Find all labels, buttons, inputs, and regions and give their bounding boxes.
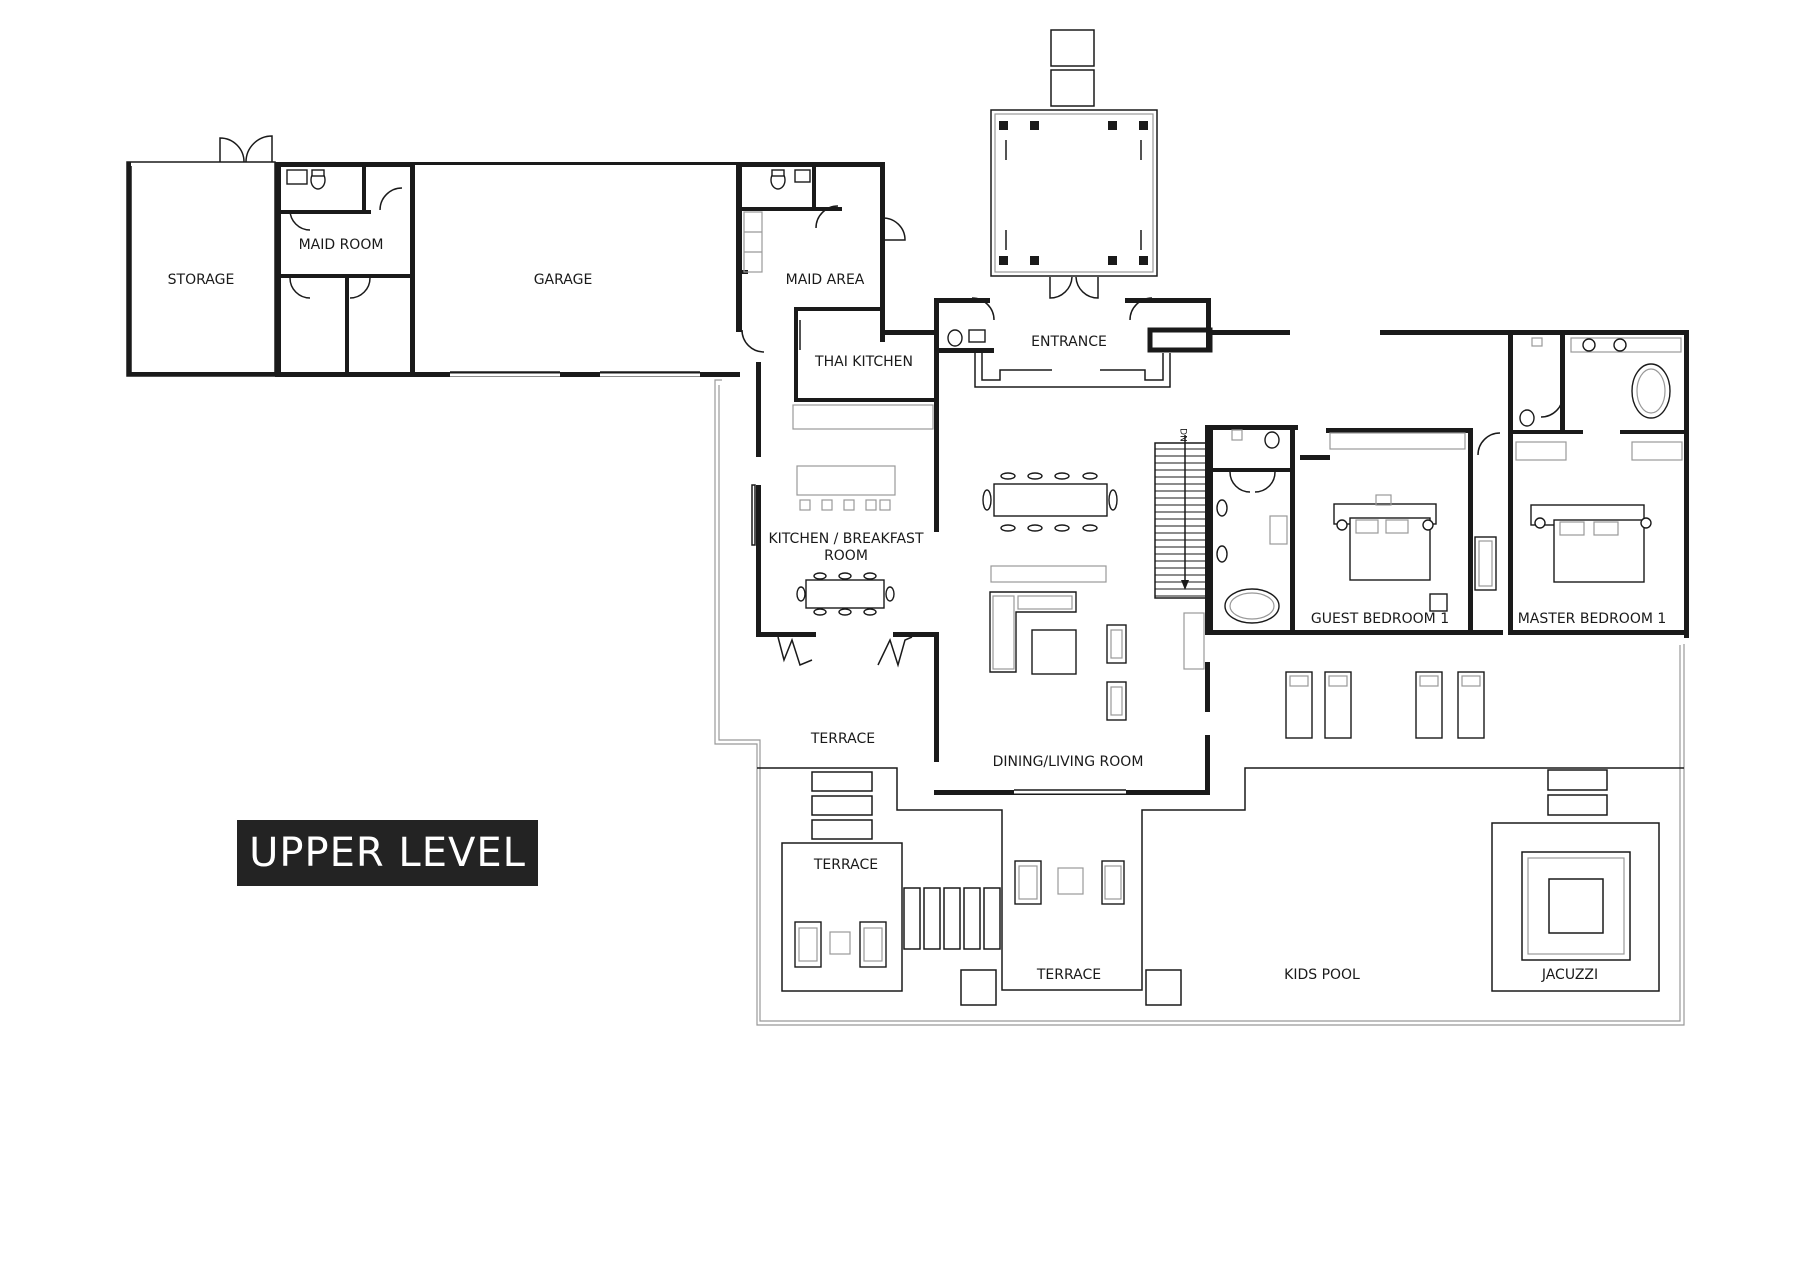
label-kitchen-breakfast-2: ROOM [824, 548, 868, 564]
garage [415, 162, 740, 377]
main-walls [751, 330, 1689, 795]
label-terrace-lower-center: TERRACE [1036, 967, 1101, 983]
maid-room [275, 162, 415, 377]
entrance-hall [934, 276, 1213, 408]
staircase [1154, 435, 1208, 599]
level-title-badge: UPPER LEVEL [237, 820, 538, 886]
label-garage: GARAGE [534, 272, 593, 288]
lower-terrace-center [1014, 860, 1125, 905]
maid-area [736, 162, 906, 353]
guest-bedroom [1208, 425, 1503, 635]
entrance-pavilion [990, 29, 1158, 277]
label-dining-living: DINING/LIVING ROOM [993, 754, 1144, 770]
label-kitchen-breakfast-1: KITCHEN / BREAKFAST [769, 531, 924, 547]
master-bedroom [1474, 335, 1688, 635]
kitchen-fixtures [777, 465, 913, 668]
label-stair-dn: DN [1178, 428, 1188, 442]
jacuzzi [1491, 769, 1660, 992]
lower-terrace-left [781, 771, 1182, 1006]
label-thai-kitchen: THAI KITCHEN [814, 354, 913, 370]
label-terrace-west: TERRACE [810, 731, 875, 747]
label-maid-area: MAID AREA [786, 272, 865, 288]
label-terrace-lower-left: TERRACE [813, 857, 878, 873]
label-entrance: ENTRANCE [1031, 334, 1107, 350]
label-jacuzzi: JACUZZI [1541, 967, 1598, 983]
room-labels: STORAGE MAID ROOM GARAGE MAID AREA THAI … [168, 237, 1667, 983]
label-guest-bedroom: GUEST BEDROOM 1 [1311, 611, 1449, 627]
label-master-bedroom: MASTER BEDROOM 1 [1518, 611, 1667, 627]
thai-kitchen [792, 307, 935, 430]
label-kids-pool: KIDS POOL [1284, 967, 1360, 983]
dining-living-furniture [982, 472, 1205, 721]
storage-room [126, 135, 276, 377]
label-maid-room: MAID ROOM [299, 237, 384, 253]
label-storage: STORAGE [168, 272, 235, 288]
terrace-boundary [714, 379, 1685, 1026]
level-title: UPPER LEVEL [249, 830, 526, 876]
sun-loungers [1285, 671, 1485, 739]
